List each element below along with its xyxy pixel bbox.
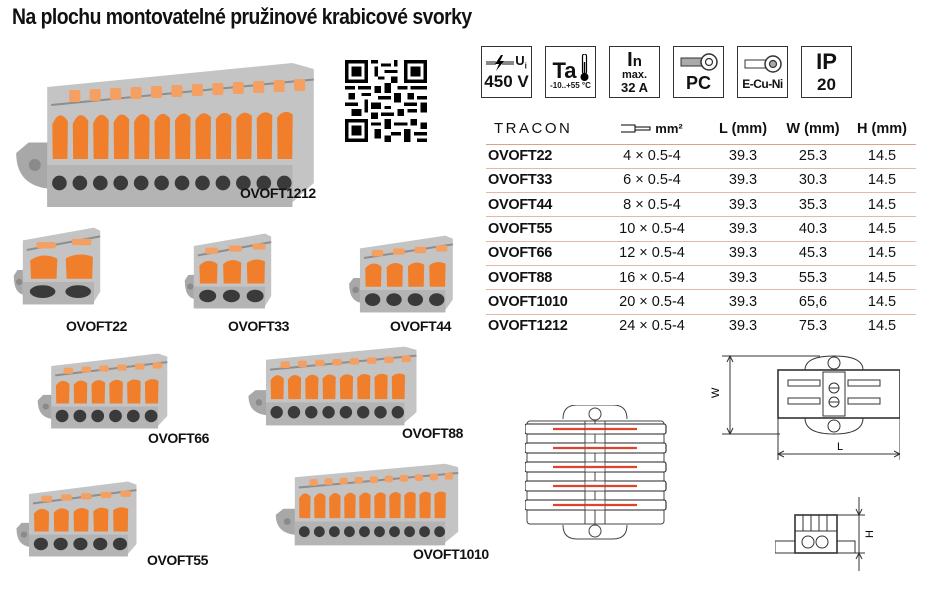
cell-code: OVOFT55 <box>486 216 596 242</box>
cell-wire: 6 × 0.5-4 <box>596 167 708 193</box>
top-view-drawing <box>525 405 667 540</box>
svg-text:L: L <box>837 441 843 453</box>
material-pc-icon: PC <box>673 46 724 98</box>
cell-l: 39.3 <box>708 240 778 266</box>
product-image <box>275 463 459 546</box>
cell-l: 39.3 <box>708 264 778 290</box>
cell-wire: 12 × 0.5-4 <box>596 240 708 266</box>
product-image <box>16 481 137 557</box>
product-image <box>184 233 272 309</box>
product-image <box>37 353 168 429</box>
cell-h: 14.5 <box>848 240 916 266</box>
dimension-drawing-wl: W L <box>710 354 900 460</box>
product-label: OVOFT66 <box>148 430 209 446</box>
cell-wire: 10 × 0.5-4 <box>596 216 708 242</box>
cell-code: OVOFT33 <box>486 167 596 193</box>
cell-w: 65,6 <box>778 289 848 315</box>
height-header: H (mm) <box>848 118 916 145</box>
product-label: OVOFT22 <box>66 318 127 334</box>
product-label: OVOFT88 <box>402 425 463 441</box>
cell-l: 39.3 <box>708 192 778 217</box>
cell-w: 30.3 <box>778 167 848 193</box>
cell-l: 39.3 <box>708 167 778 193</box>
cell-w: 45.3 <box>778 240 848 266</box>
ip-rating-icon: IP 20 <box>801 46 852 98</box>
cell-wire: 24 × 0.5-4 <box>596 313 708 339</box>
cell-w: 35.3 <box>778 192 848 217</box>
product-label: OVOFT1010 <box>413 546 489 562</box>
product-image <box>349 235 453 313</box>
qr-code[interactable] <box>345 60 427 142</box>
cell-l: 39.3 <box>708 143 778 169</box>
svg-text:H: H <box>864 530 876 538</box>
cell-code: OVOFT1010 <box>486 289 596 315</box>
wire-icon <box>621 124 651 133</box>
table-header: TRACON mm² L (mm) W (mm) H (mm) <box>486 118 916 145</box>
product-image <box>16 63 314 207</box>
cell-w: 25.3 <box>778 143 848 169</box>
cell-h: 14.5 <box>848 264 916 290</box>
cell-h: 14.5 <box>848 167 916 193</box>
cell-wire: 16 × 0.5-4 <box>596 264 708 290</box>
cell-wire: 8 × 0.5-4 <box>596 192 708 217</box>
cell-code: OVOFT88 <box>486 264 596 290</box>
wire-header: mm² <box>596 118 708 145</box>
cell-h: 14.5 <box>848 143 916 169</box>
product-image <box>13 227 101 305</box>
cell-l: 39.3 <box>708 289 778 315</box>
cell-l: 39.3 <box>708 216 778 242</box>
temperature-icon: Ta -10..+55 °C <box>545 46 596 98</box>
product-label: OVOFT1212 <box>240 185 316 201</box>
cell-w: 75.3 <box>778 313 848 339</box>
cell-code: OVOFT66 <box>486 240 596 266</box>
product-label: OVOFT44 <box>390 318 451 334</box>
cell-w: 40.3 <box>778 216 848 242</box>
cell-code: OVOFT44 <box>486 192 596 217</box>
brand-logo: TRACON <box>486 118 596 145</box>
product-label: OVOFT55 <box>147 552 208 568</box>
cell-h: 14.5 <box>848 313 916 339</box>
cell-h: 14.5 <box>848 192 916 217</box>
cell-wire: 4 × 0.5-4 <box>596 143 708 169</box>
length-header: L (mm) <box>708 118 778 145</box>
current-icon: In max. 32 A <box>609 46 660 98</box>
cell-l: 39.3 <box>708 313 778 339</box>
cell-code: OVOFT1212 <box>486 313 596 339</box>
cell-wire: 20 × 0.5-4 <box>596 289 708 315</box>
cell-h: 14.5 <box>848 289 916 315</box>
cell-h: 14.5 <box>848 216 916 242</box>
svg-text:W: W <box>710 387 722 398</box>
product-label: OVOFT33 <box>228 318 289 334</box>
spec-icons: Ui 450 V Ta -10..+55 °C In max. 32 A PC … <box>481 46 852 98</box>
voltage-icon: Ui 450 V <box>481 46 532 98</box>
product-image <box>248 346 417 426</box>
cell-code: OVOFT22 <box>486 143 596 169</box>
material-ecuni-icon: E-Cu-Ni <box>737 46 788 98</box>
page-title: Na plochu montovatelné pružinové krabico… <box>12 4 472 29</box>
cell-w: 55.3 <box>778 264 848 290</box>
dimension-drawing-h: H <box>775 497 876 571</box>
width-header: W (mm) <box>778 118 848 145</box>
